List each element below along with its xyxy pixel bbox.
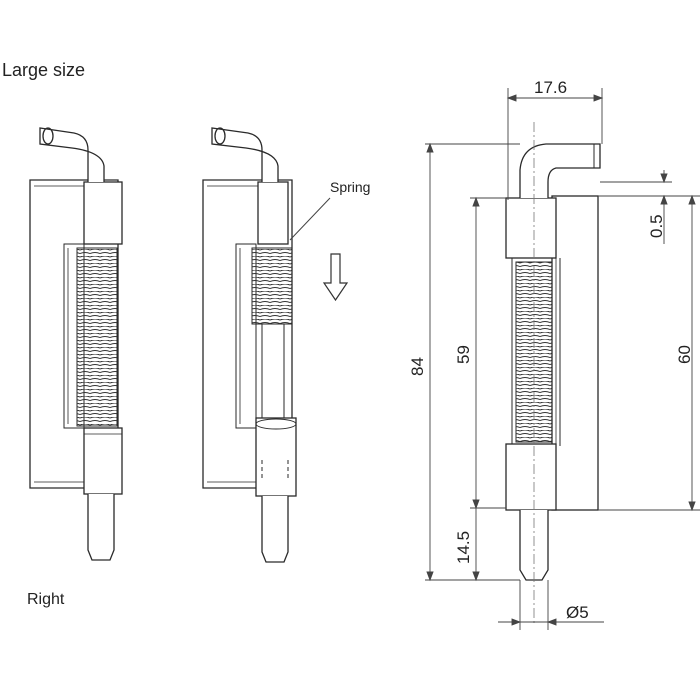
drawing-heading: Large size bbox=[2, 60, 86, 80]
dim-offset: 0.5 bbox=[647, 214, 666, 238]
middle-lower-knuckle bbox=[255, 417, 297, 497]
left-spring bbox=[76, 247, 118, 427]
dim-body-height: 59 bbox=[454, 345, 473, 364]
left-lower-knuckle bbox=[83, 427, 123, 495]
dim-width-top: 17.6 bbox=[534, 78, 567, 97]
left-bent-handle bbox=[39, 127, 105, 182]
dim-pin-length: 14.5 bbox=[454, 531, 473, 564]
dim-total-height: 84 bbox=[408, 357, 427, 376]
side-label: Right bbox=[27, 591, 65, 608]
down-arrow-icon bbox=[322, 253, 349, 302]
left-hinge-view bbox=[29, 127, 123, 561]
spring-callout-label: Spring bbox=[330, 179, 370, 195]
left-pin bbox=[87, 494, 115, 561]
spring-leader-line bbox=[289, 197, 331, 241]
left-upper-knuckle bbox=[83, 181, 123, 245]
right-bent-handle bbox=[519, 143, 601, 198]
right-hinge-view bbox=[505, 122, 601, 626]
right-mounting-plate bbox=[551, 195, 599, 511]
middle-pin bbox=[261, 496, 289, 563]
middle-bent-handle bbox=[211, 127, 279, 182]
dim-plate-height: 60 bbox=[675, 345, 694, 364]
dim-pin-diameter: Ø5 bbox=[566, 603, 589, 622]
middle-hinge-view bbox=[202, 127, 297, 563]
middle-spring bbox=[251, 247, 293, 325]
right-lower-knuckle bbox=[505, 443, 557, 511]
dimension-lines bbox=[425, 88, 700, 630]
